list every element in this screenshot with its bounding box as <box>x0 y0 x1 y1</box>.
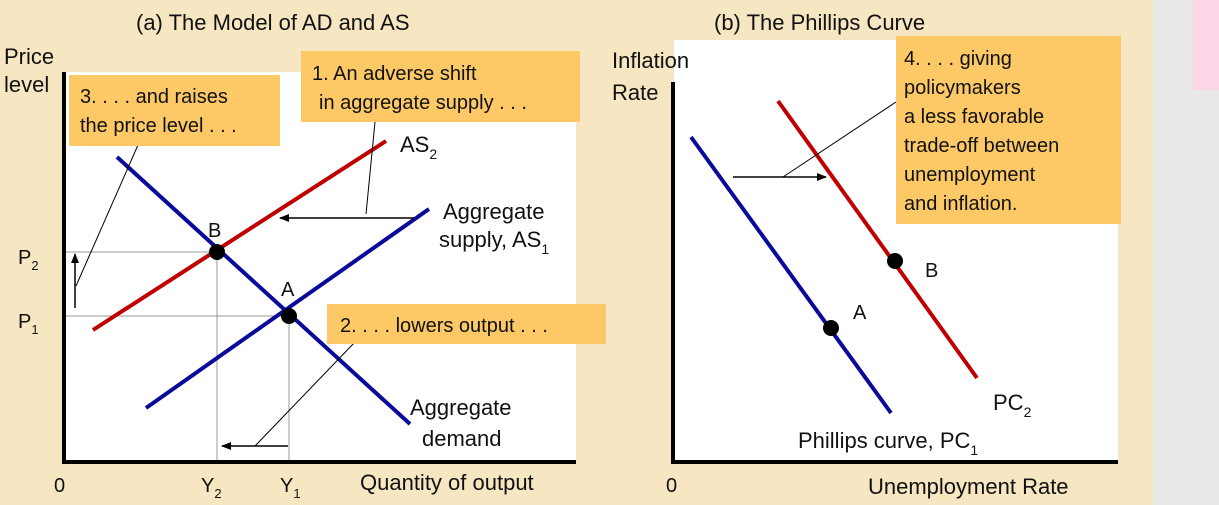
y2-label: Y2 <box>201 475 222 501</box>
panel-b-y-axis-label-line2: Rate <box>612 80 658 105</box>
point-a-marker <box>281 308 297 324</box>
point-a-label: A <box>281 279 295 301</box>
callout-1-pointer <box>365 121 376 215</box>
p1-label: P1 <box>18 311 39 337</box>
callout-3-pointer <box>75 144 139 287</box>
point-b-marker <box>209 244 225 260</box>
point-b-label: B <box>208 220 221 242</box>
pc2-curve <box>776 99 979 380</box>
callout-1-line1: 1. An adverse shift <box>312 63 477 85</box>
callout-1-box <box>301 51 580 122</box>
callout-4-line4: trade-off between <box>904 135 1059 157</box>
panel-a-y-axis-label-line2: level <box>4 72 49 97</box>
callout-4-line6: and inflation. <box>904 193 1017 215</box>
p2-label: P2 <box>18 247 39 273</box>
pc-point-a-marker <box>823 320 839 336</box>
callout-4-line1: 4. . . . giving <box>904 48 1012 70</box>
corner-tab <box>1193 0 1219 90</box>
callout-3-line1: 3. . . . and raises <box>80 86 228 108</box>
ad-label-line1: Aggregate <box>410 395 512 420</box>
ad-curve <box>115 155 412 426</box>
panel-a-origin-label: 0 <box>54 475 65 497</box>
panel-b-x-axis-label: Unemployment Rate <box>868 474 1069 499</box>
pc1-curve <box>689 135 893 415</box>
as1-label-line2: supply, AS1 <box>439 227 549 257</box>
as2-label: AS2 <box>400 132 437 162</box>
pc-point-b-label: B <box>925 260 938 282</box>
panel-a-x-axis-label: Quantity of output <box>360 470 534 495</box>
callout-4-pointer <box>782 101 897 178</box>
callout-2-pointer <box>254 341 356 447</box>
as1-label-line1: Aggregate <box>443 199 545 224</box>
callout-4-box <box>896 36 1121 224</box>
pc1-label: Phillips curve, PC1 <box>798 428 978 458</box>
callout-1-line2: in aggregate supply . . . <box>319 92 527 114</box>
panel-a-title: (a) The Model of AD and AS <box>136 10 410 35</box>
callout-2-text: 2. . . . lowers output . . . <box>340 315 548 337</box>
callout-4-line3: a less favorable <box>904 106 1044 128</box>
callout-4-line5: unemployment <box>904 164 1036 186</box>
callout-4-line2: policymakers <box>904 77 1021 99</box>
panel-b-origin-label: 0 <box>666 475 677 497</box>
callout-3-box <box>69 75 280 146</box>
pc-point-a-label: A <box>853 302 867 324</box>
panel-a-y-axis-label-line1: Price <box>4 44 54 69</box>
panel-b-title: (b) The Phillips Curve <box>714 10 925 35</box>
callout-3-line2: the price level . . . <box>80 115 237 137</box>
panel-b-y-axis-label-line1: Inflation <box>612 48 689 73</box>
y1-label: Y1 <box>280 475 301 501</box>
ad-label-line2: demand <box>422 426 502 451</box>
callout-2-box <box>327 304 606 344</box>
pc-point-b-marker <box>887 253 903 269</box>
pc2-label: PC2 <box>993 390 1032 420</box>
as2-curve <box>91 139 388 332</box>
